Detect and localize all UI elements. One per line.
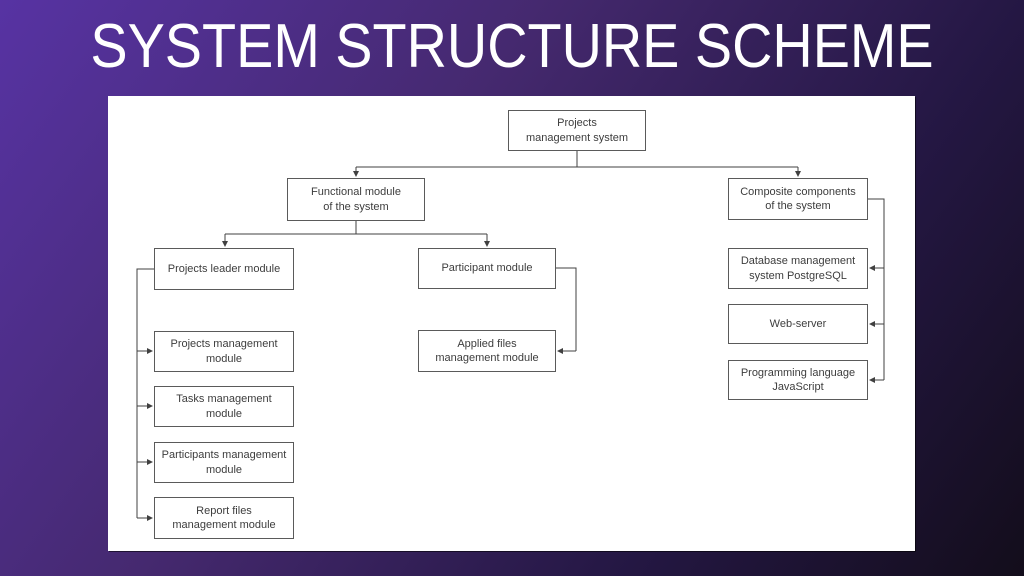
node-projects-management-system: Projects management system <box>508 110 646 151</box>
node-database-management-system: Database management system PostgreSQL <box>728 248 868 289</box>
node-web-server: Web-server <box>728 304 868 344</box>
node-projects-leader-module: Projects leader module <box>154 248 294 290</box>
connector-participant-spine <box>556 267 577 351</box>
slide-title: SYSTEM STRUCTURE SCHEME <box>90 12 934 81</box>
node-composite-components: Composite components of the system <box>728 178 868 220</box>
node-tasks-management-module: Tasks management module <box>154 386 294 427</box>
connector-composite-spine <box>868 198 885 380</box>
node-programming-language: Programming language JavaScript <box>728 360 868 400</box>
node-applied-files-module: Applied files management module <box>418 330 556 372</box>
connector-leader-spine <box>136 268 154 518</box>
connector-lines <box>136 151 885 521</box>
node-report-files-module: Report files management module <box>154 497 294 539</box>
connector-functional-bus <box>225 221 487 235</box>
diagram-panel: Projects management system Functional mo… <box>108 96 915 551</box>
node-projects-management-module: Projects management module <box>154 331 294 372</box>
node-functional-module: Functional module of the system <box>287 178 425 221</box>
node-participant-module: Participant module <box>418 248 556 289</box>
node-participants-management-module: Participants management module <box>154 442 294 483</box>
connector-root-bus <box>356 151 798 168</box>
system-structure-diagram: Projects management system Functional mo… <box>108 96 915 551</box>
